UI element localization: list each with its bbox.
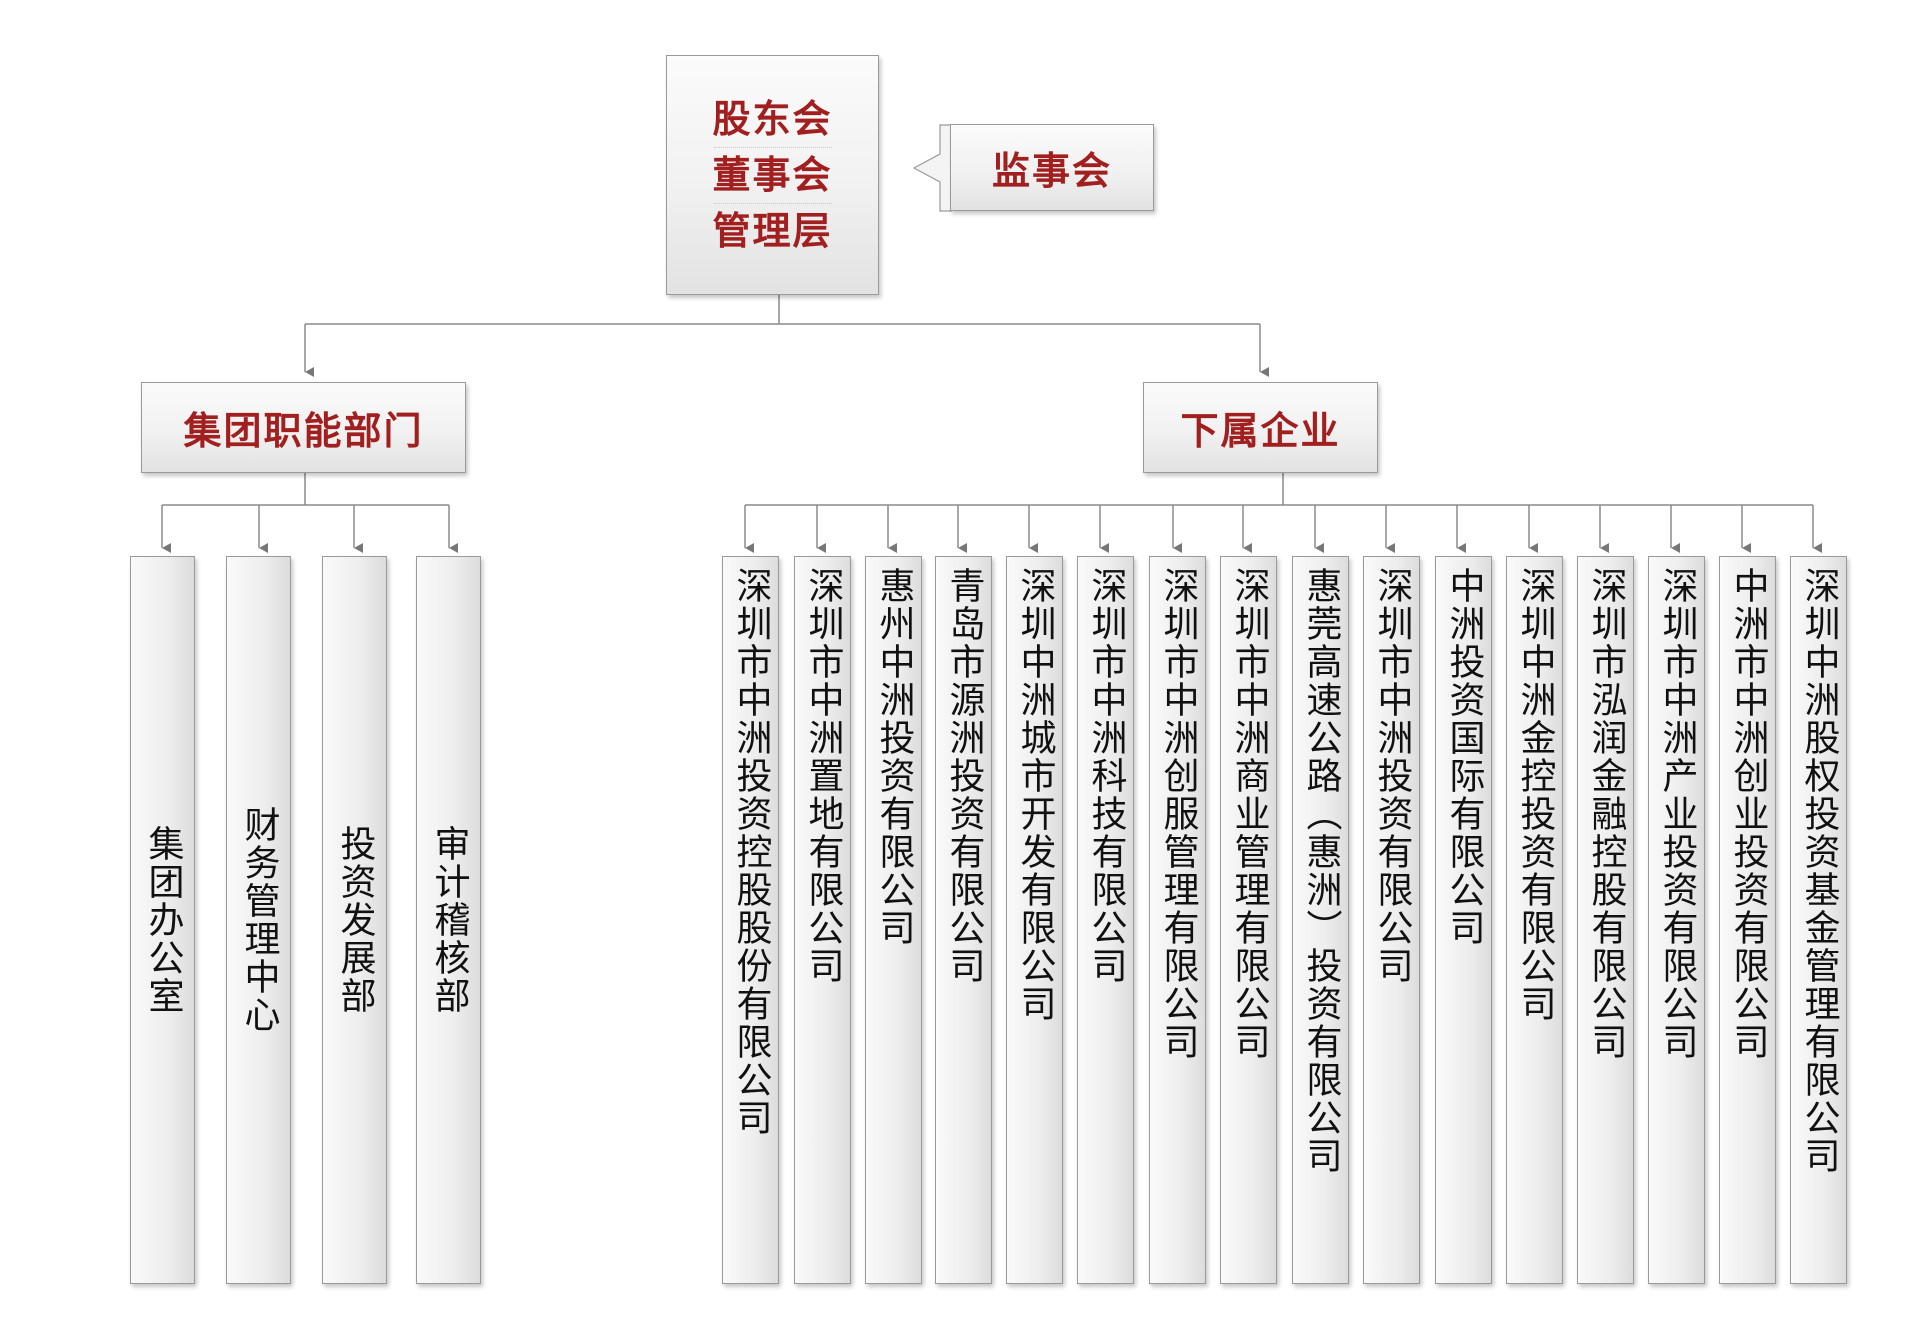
subsidiary-item-label: 惠州中洲投资有限公司 [873,567,915,947]
subsidiary-item: 惠莞高速公路（惠洲）投资有限公司 [1292,556,1349,1284]
governance-line-board: 董事会 [712,152,833,197]
subsidiary-item-label: 深圳中洲城市开发有限公司 [1014,567,1056,1023]
dept-item-label: 审计稽核部 [428,825,470,1015]
governance-line-shareholders: 股东会 [712,96,833,141]
governance-line-management: 管理层 [712,208,833,253]
subsidiary-item-label: 深圳市中洲置地有限公司 [802,567,844,985]
dept-group-header: 集团职能部门 [141,382,466,473]
subsidiary-item-label: 深圳市中洲科技有限公司 [1085,567,1127,985]
subsidiary-item-label: 深圳市中洲投资有限公司 [1371,567,1413,985]
sub-group-label: 下属企业 [1180,409,1341,453]
governance-separator [713,202,832,204]
subsidiary-item: 深圳市中洲投资控股股份有限公司 [722,556,779,1284]
subsidiary-item-label: 惠莞高速公路（惠洲）投资有限公司 [1300,567,1342,1175]
dept-item: 财务管理中心 [226,556,291,1284]
supervisor-box: 监事会 [950,124,1154,211]
subsidiary-item: 深圳中洲金控投资有限公司 [1506,556,1563,1284]
dept-item: 审计稽核部 [416,556,481,1284]
subsidiary-item: 深圳中洲股权投资基金管理有限公司 [1790,556,1847,1284]
subsidiary-item: 深圳市中洲投资有限公司 [1363,556,1420,1284]
subsidiary-item: 中洲市中洲创业投资有限公司 [1719,556,1776,1284]
subsidiary-item: 惠州中洲投资有限公司 [865,556,922,1284]
dept-item-label: 财务管理中心 [238,806,280,1034]
dept-item: 投资发展部 [322,556,387,1284]
subsidiary-item: 深圳市泓润金融控股有限公司 [1577,556,1634,1284]
subsidiary-item-label: 深圳市中洲投资控股股份有限公司 [730,567,772,1137]
dept-item-label: 集团办公室 [142,825,184,1015]
subsidiary-item-label: 深圳市泓润金融控股有限公司 [1585,567,1627,1061]
subsidiary-item-label: 深圳市中洲商业管理有限公司 [1228,567,1270,1061]
subsidiary-item: 深圳市中洲产业投资有限公司 [1648,556,1705,1284]
subsidiary-item: 深圳市中洲商业管理有限公司 [1220,556,1277,1284]
subsidiary-item: 深圳中洲城市开发有限公司 [1006,556,1063,1284]
supervisor-callout-pointer [912,124,952,212]
subsidiary-item-label: 深圳中洲股权投资基金管理有限公司 [1798,567,1840,1175]
subsidiary-item: 深圳市中洲创服管理有限公司 [1149,556,1206,1284]
subsidiary-item-label: 深圳中洲金控投资有限公司 [1514,567,1556,1023]
dept-item-label: 投资发展部 [334,825,376,1015]
sub-group-header: 下属企业 [1143,382,1378,473]
subsidiary-item-label: 深圳市中洲创服管理有限公司 [1157,567,1199,1061]
subsidiary-item-label: 青岛市源洲投资有限公司 [943,567,985,985]
subsidiary-item: 中洲投资国际有限公司 [1435,556,1492,1284]
subsidiary-item: 青岛市源洲投资有限公司 [935,556,992,1284]
subsidiary-item-label: 中洲投资国际有限公司 [1443,567,1485,947]
subsidiary-item-label: 深圳市中洲产业投资有限公司 [1656,567,1698,1061]
subsidiary-item-label: 中洲市中洲创业投资有限公司 [1727,567,1769,1061]
dept-item: 集团办公室 [130,556,195,1284]
supervisor-label: 监事会 [991,149,1112,193]
subsidiary-item: 深圳市中洲科技有限公司 [1077,556,1134,1284]
governance-separator [713,146,832,148]
dept-group-label: 集团职能部门 [183,409,424,453]
subsidiary-item: 深圳市中洲置地有限公司 [794,556,851,1284]
governance-box: 股东会 董事会 管理层 [666,55,879,295]
